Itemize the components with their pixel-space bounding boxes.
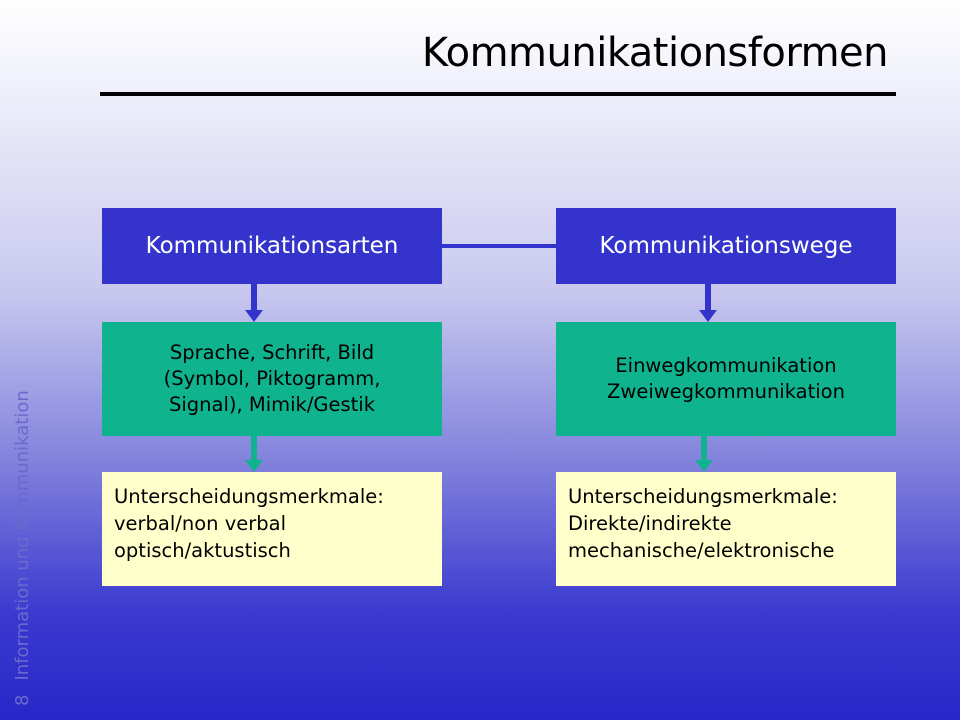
wege-detail-line: Zweiwegkommunikation: [607, 380, 845, 403]
left-green-arrow-head: [245, 460, 263, 472]
title-underline: [100, 92, 896, 96]
arten-detail-line: Sprache, Schrift, Bild: [169, 341, 375, 364]
slide-title: Kommunikationsformen: [421, 30, 889, 76]
wege-feature-line: Direkte/indirekte: [568, 512, 732, 535]
wege-feature-line: Unterscheidungsmerkmale:: [568, 485, 838, 508]
arten-feature-line: Unterscheidungsmerkmale:: [114, 485, 384, 508]
kommunikationsarten-label: Kommunikationsarten: [145, 233, 399, 259]
kommunikationswege-label: Kommunikationswege: [599, 233, 853, 259]
left-blue-arrow-head: [245, 310, 263, 322]
arten-detail-line: (Symbol, Piktogramm,: [163, 367, 381, 390]
wege-detail-line: Einwegkommunikation: [615, 354, 837, 377]
right-blue-arrow-head: [699, 310, 717, 322]
arten-features-box: Unterscheidungsmerkmale: verbal/non verb…: [102, 472, 442, 586]
arten-detail-line: Signal), Mimik/Gestik: [168, 393, 376, 416]
right-green-arrow-head: [695, 460, 713, 472]
arten-feature-line: verbal/non verbal: [114, 512, 287, 535]
wege-details-box: Einwegkommunikation Zweiwegkommunikation: [556, 322, 896, 436]
kommunikationswege-box: Kommunikationswege: [556, 208, 896, 284]
arten-details-box: Sprache, Schrift, Bild (Symbol, Piktogra…: [102, 322, 442, 436]
wege-features-box: Unterscheidungsmerkmale: Direkte/indirek…: [556, 472, 896, 586]
arten-feature-line: optisch/aktustisch: [114, 539, 291, 562]
wege-feature-line: mechanische/elektronische: [568, 539, 835, 562]
kommunikationsarten-box: Kommunikationsarten: [102, 208, 442, 284]
